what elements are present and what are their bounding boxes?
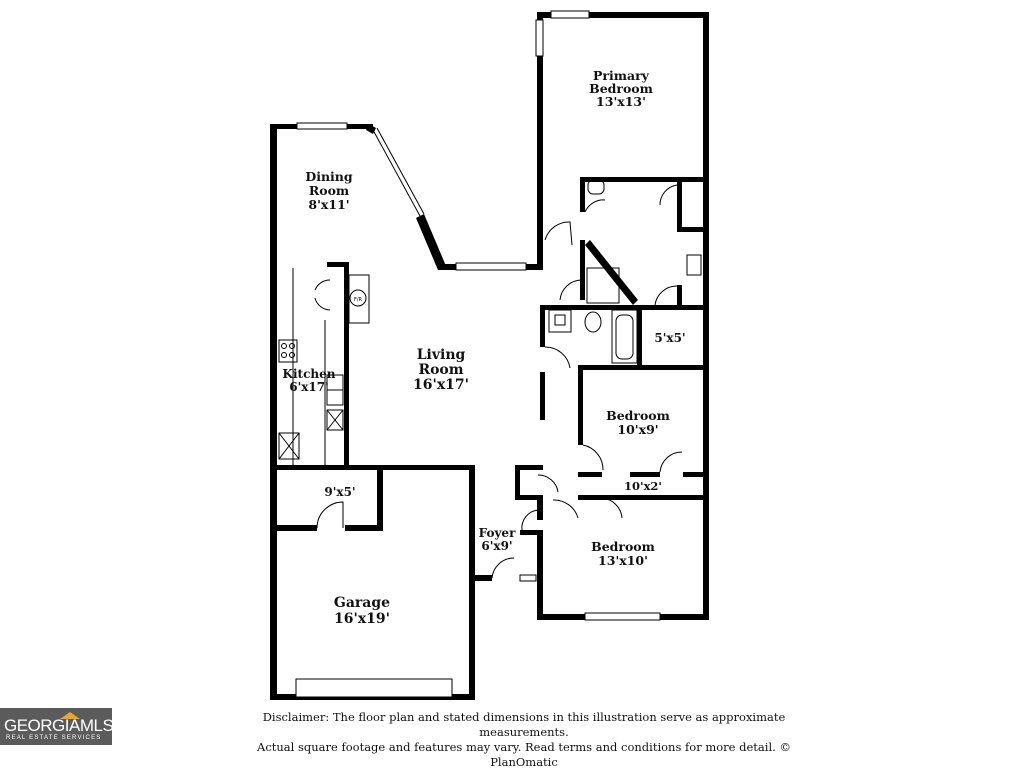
dining-room-size: 8'x11' [308,197,349,212]
kitchen-size: 6'x17' [289,380,329,394]
foyer-name: Foyer [479,526,516,540]
roof-icon [60,712,80,719]
windows [295,10,661,698]
garage-door [295,678,453,698]
kitchen-name: Kitchen [283,367,336,381]
bath-5x5-size: 5'x5' [654,331,685,345]
living-room-size: 16'x17' [413,377,469,393]
room-labels: Primary Bedroom 13'x13' Dining Room 8'x1… [283,68,686,627]
primary-bedroom-name-line2: Bedroom [589,81,653,96]
window-dining [296,122,348,130]
living-room-name-line1: Living [417,347,466,363]
bedroom-1-name: Bedroom [606,408,670,423]
window-primary-left [535,19,544,57]
floor-plan: F/R Primary Bedroom 13'x13' Dining Room [270,10,709,700]
window-living [455,262,527,271]
primary-bedroom-name-line1: Primary [593,68,650,83]
primary-bedroom-size: 13'x13' [596,94,646,109]
georgia-mls-logo: GEORGIAMLS REAL ESTATE SERVICES [0,708,114,745]
disclaimer-line-1: Disclaimer: The floor plan and stated di… [262,710,786,739]
bedroom-2-size: 13'x10' [598,553,648,568]
dining-room-name-line2: Room [309,183,349,198]
bedroom-1-size: 10'x9' [617,422,658,437]
interior-walls [277,177,703,535]
foyer-size: 6'x9' [481,539,512,553]
fixtures: F/R [278,179,702,582]
disclaimer: Disclaimer: The floor plan and stated di… [244,710,804,770]
garage-size: 16'x19' [334,611,390,627]
laundry-9x5-size: 9'x5' [324,485,355,499]
window-primary-top [550,10,590,19]
fridge-label: F/R [354,297,363,303]
window-bedroom-2 [584,612,661,621]
living-room-name-line2: Room [418,362,463,378]
logo-main-text: GEORGIAMLS [4,716,114,735]
logo-sub-text: REAL ESTATE SERVICES [6,735,102,741]
garage-name: Garage [334,595,390,611]
doors [314,184,683,579]
dining-room-name-line1: Dining [305,169,353,184]
bedroom-2-name: Bedroom [591,539,655,554]
closet-10x2-size: 10'x2' [624,479,662,493]
